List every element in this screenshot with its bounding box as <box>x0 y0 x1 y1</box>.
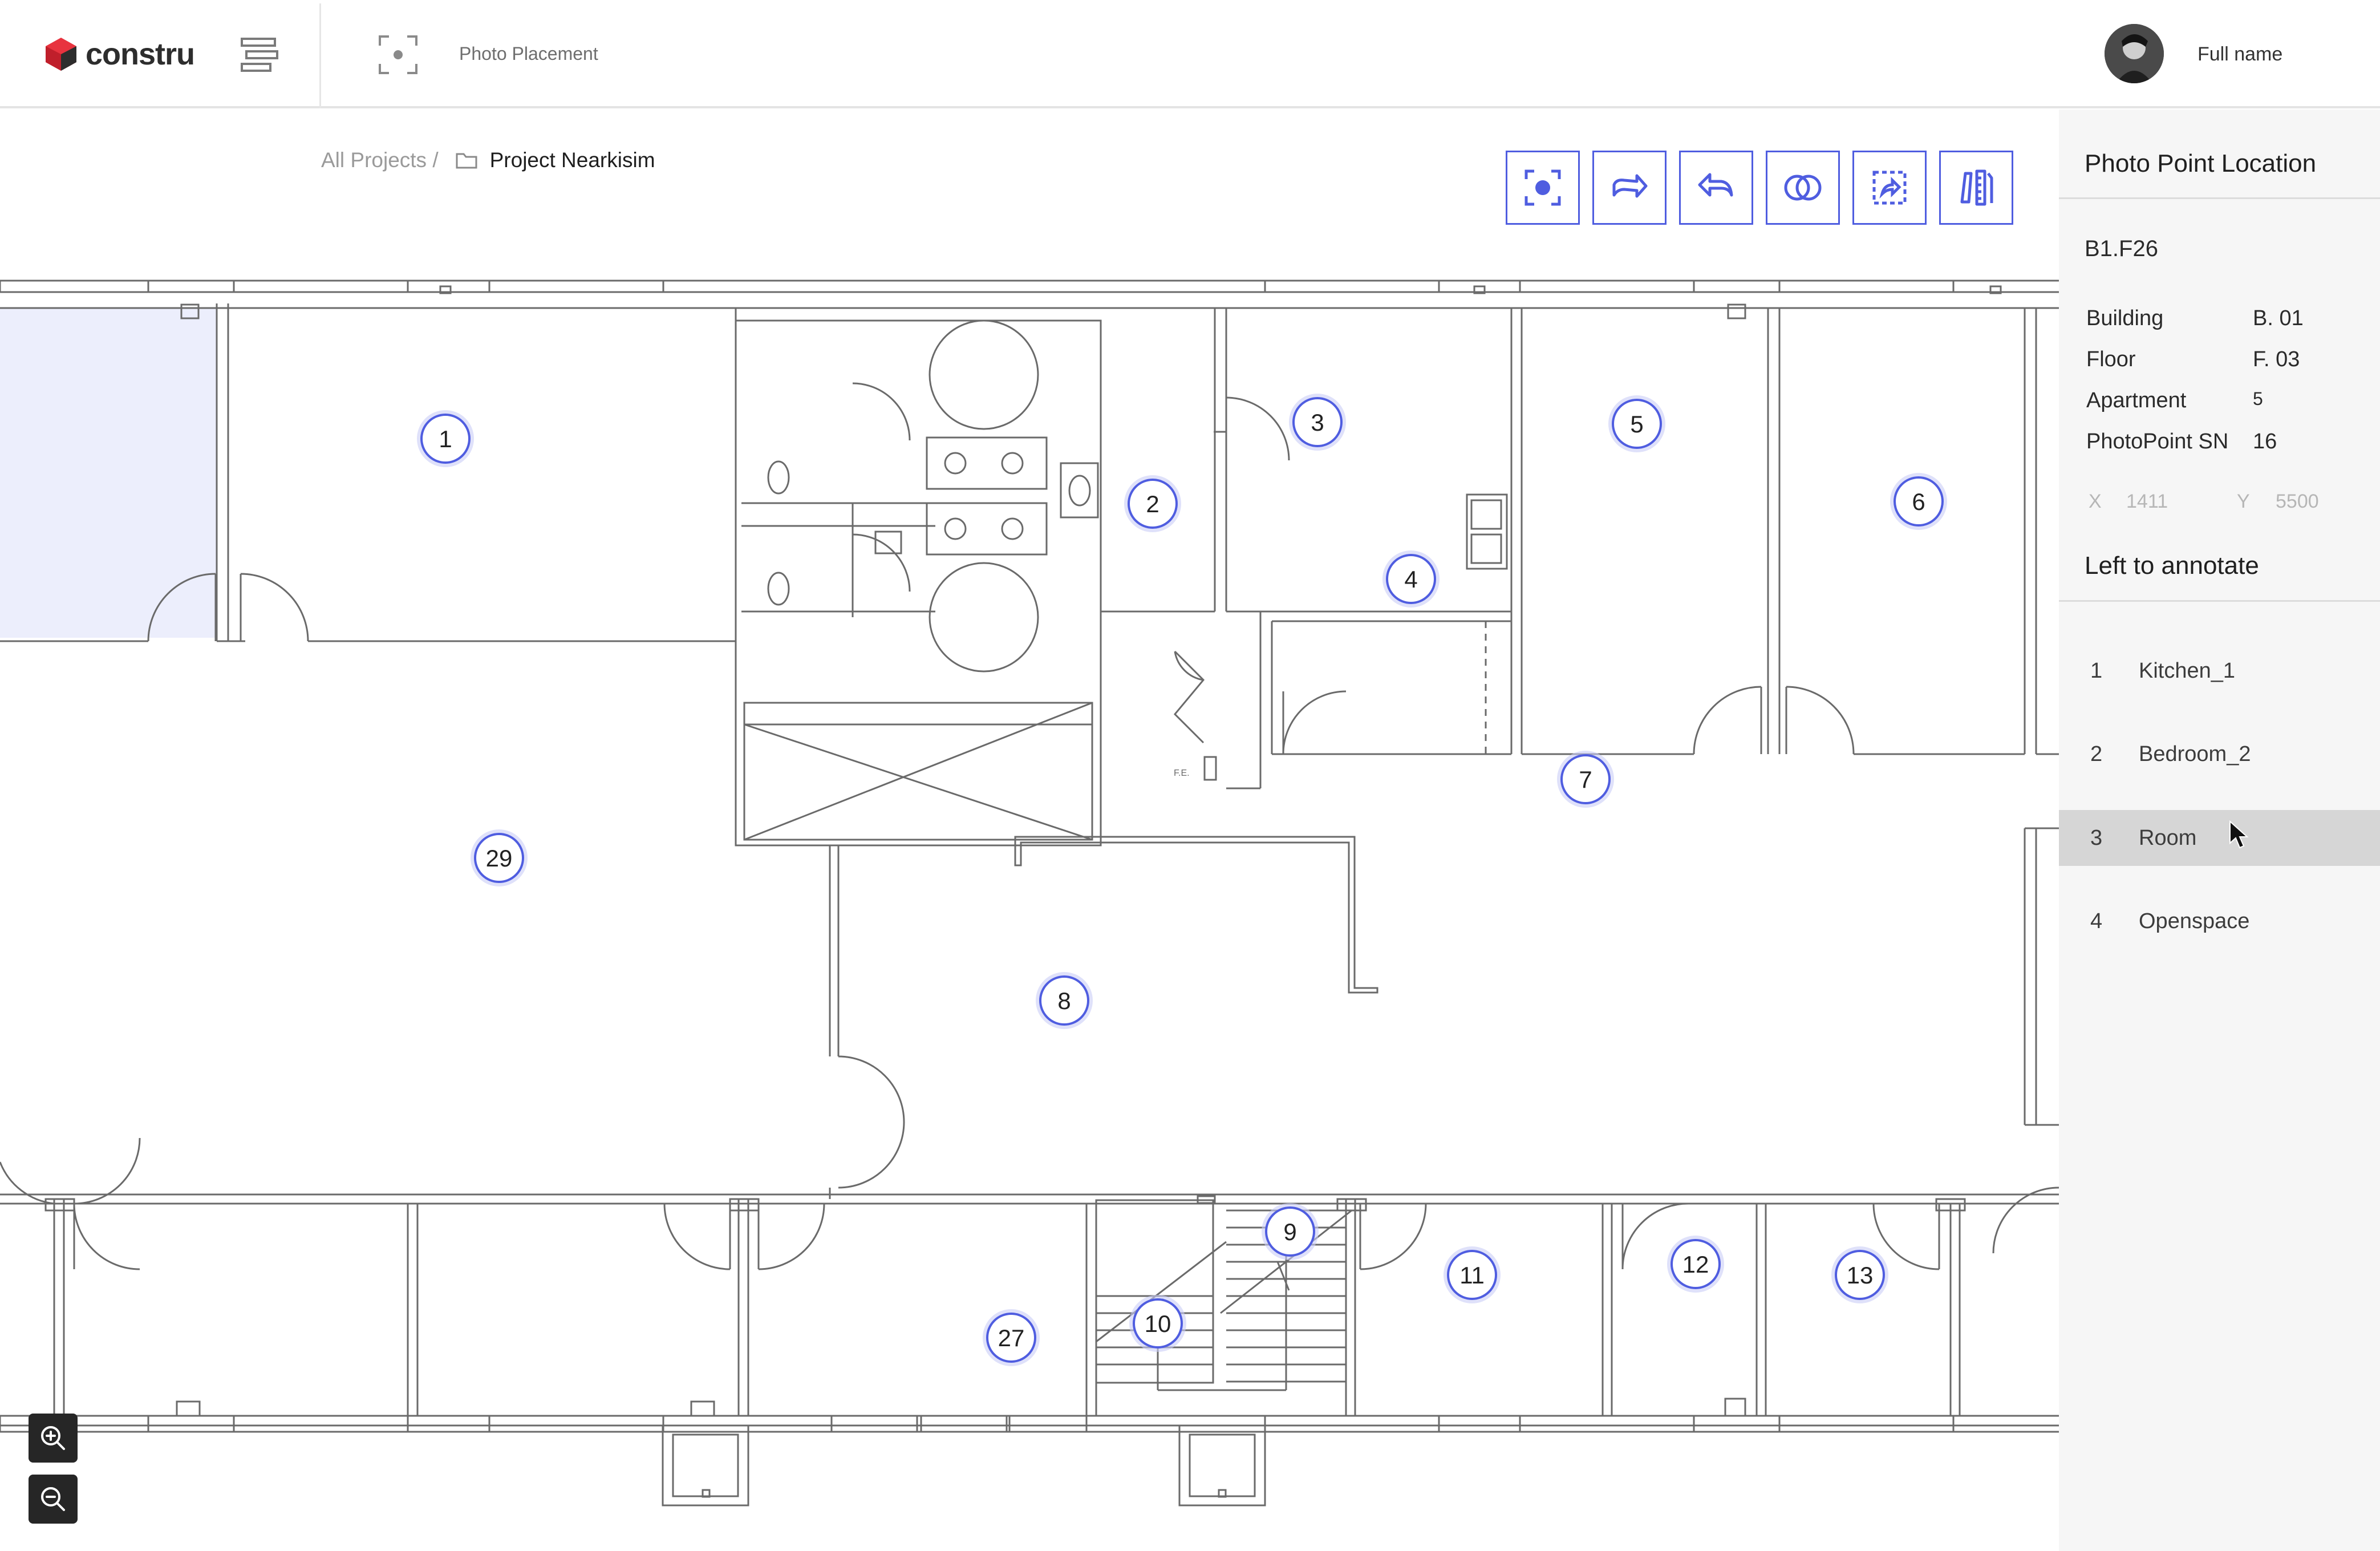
logo-mark-icon <box>46 38 76 71</box>
measure-button[interactable] <box>1939 151 2013 225</box>
property-label: Building <box>2086 306 2164 330</box>
compare-button[interactable] <box>1766 151 1840 225</box>
annotate-title: Left to annotate <box>2085 552 2259 580</box>
top-bar: constru Photo Placement Full name <box>0 0 2380 108</box>
photo-point[interactable]: 6 <box>1890 473 1947 530</box>
annotate-item-number: 2 <box>2090 742 2103 766</box>
photo-point[interactable]: 2 <box>1124 475 1181 532</box>
overlap-circles-icon <box>1784 175 1822 201</box>
annotate-item[interactable]: 2 Bedroom_2 <box>2059 726 2380 782</box>
photo-point-label: 12 <box>1682 1251 1709 1278</box>
x-label: X <box>2089 491 2102 512</box>
annotate-item[interactable]: 4 Openspace <box>2059 893 2380 949</box>
location-code: B1.F26 <box>2085 236 2158 261</box>
photo-point-label: 29 <box>486 845 513 872</box>
focus-target-icon[interactable] <box>378 34 419 75</box>
dashed-select-icon <box>1872 171 1907 205</box>
annotate-item-label: Room <box>2139 826 2197 850</box>
panel-divider <box>2059 197 2380 199</box>
photo-point[interactable]: 8 <box>1036 972 1093 1029</box>
photo-point-label: 5 <box>1630 411 1643 438</box>
photo-point[interactable]: 9 <box>1262 1203 1319 1260</box>
annotate-item-number: 3 <box>2090 826 2103 850</box>
photo-point-label: 9 <box>1283 1218 1296 1245</box>
photo-point[interactable]: 3 <box>1289 394 1346 451</box>
x-value: 1411 <box>2126 491 2168 512</box>
photo-point[interactable]: 10 <box>1129 1295 1186 1352</box>
undo-button[interactable] <box>1679 151 1753 225</box>
photo-point[interactable]: 13 <box>1831 1246 1888 1303</box>
annotate-item-selected[interactable]: 3 Room <box>2059 810 2380 866</box>
photo-point-label: 11 <box>1459 1262 1485 1289</box>
photo-point[interactable]: 11 <box>1444 1246 1501 1303</box>
photo-point[interactable]: 27 <box>983 1309 1040 1366</box>
panel-divider <box>2059 600 2380 602</box>
photo-point-panel: Photo Point Location B1.F26 Building B. … <box>2059 110 2380 1551</box>
panel-title: Photo Point Location <box>2085 149 2317 177</box>
zoom-in-icon <box>41 1426 65 1450</box>
photo-point-label: 3 <box>1311 409 1324 436</box>
annotate-item-label: Openspace <box>2139 909 2250 933</box>
photo-point-label: 2 <box>1146 491 1159 517</box>
logo[interactable]: constru <box>46 35 195 73</box>
avatar-image <box>2105 24 2164 83</box>
photo-point-label: 1 <box>439 426 452 452</box>
redo-icon <box>1612 174 1648 198</box>
photo-point[interactable]: 1 <box>417 410 474 467</box>
mouse-cursor-icon <box>2229 820 2249 849</box>
photo-point-label: 13 <box>1847 1262 1874 1289</box>
logo-text: constru <box>86 37 195 71</box>
user-name[interactable]: Full name <box>2197 43 2283 65</box>
annotate-item-label: Kitchen_1 <box>2139 659 2236 683</box>
annotate-item-label: Bedroom_2 <box>2139 742 2251 766</box>
photo-point-markers: 1 2 3 4 5 6 7 <box>417 394 1947 1366</box>
zoom-out-button[interactable] <box>29 1475 78 1524</box>
property-value: B. 01 <box>2253 306 2304 330</box>
photo-point[interactable]: 4 <box>1382 550 1440 608</box>
breadcrumb: All Projects / Project Nearkisim <box>321 148 655 172</box>
photo-point-label: 7 <box>1579 766 1592 793</box>
redo-button[interactable] <box>1592 151 1667 225</box>
property-label: Apartment <box>2086 388 2187 412</box>
ruler-icon <box>1960 169 1993 206</box>
page-label: Photo Placement <box>459 43 598 64</box>
property-value: 5 <box>2253 388 2263 409</box>
add-photo-point-button[interactable] <box>1506 151 1580 225</box>
floor-plan: F.E. 1 2 3 4 5 <box>0 280 2059 1507</box>
zoom-out-icon <box>41 1487 65 1511</box>
photo-point[interactable]: 7 <box>1557 751 1614 808</box>
property-value: 16 <box>2253 430 2277 453</box>
annotate-item[interactable]: 1 Kitchen_1 <box>2059 643 2380 699</box>
floor-plan-canvas[interactable]: F.E. 1 2 3 4 5 <box>0 110 2059 1551</box>
photo-point-label: 10 <box>1145 1310 1171 1337</box>
breadcrumb-current[interactable]: Project Nearkisim <box>489 148 655 172</box>
menu-icon[interactable] <box>240 37 279 73</box>
focus-target-icon <box>1525 169 1561 206</box>
folder-icon <box>456 153 477 169</box>
property-value: F. 03 <box>2253 347 2300 371</box>
property-label: Floor <box>2086 347 2136 371</box>
move-point-button[interactable] <box>1852 151 1927 225</box>
plan-toolbar <box>1506 151 2013 225</box>
photo-point[interactable]: 29 <box>471 829 528 886</box>
photo-point-label: 4 <box>1404 566 1417 593</box>
photo-point-label: 27 <box>998 1325 1025 1351</box>
undo-icon <box>1698 173 1733 197</box>
photo-point-label: 8 <box>1057 987 1071 1014</box>
property-label: PhotoPoint SN <box>2086 430 2229 453</box>
breadcrumb-root[interactable]: All Projects / <box>321 148 439 172</box>
y-value: 5500 <box>2276 491 2319 512</box>
fe-annotation: F.E. <box>1174 768 1190 778</box>
avatar[interactable] <box>2105 24 2164 83</box>
y-label: Y <box>2237 491 2250 512</box>
annotate-item-number: 4 <box>2090 909 2103 933</box>
annotate-item-number: 1 <box>2090 659 2103 683</box>
photo-point[interactable]: 5 <box>1608 395 1665 452</box>
zoom-in-button[interactable] <box>29 1414 78 1463</box>
photo-point[interactable]: 12 <box>1667 1236 1724 1293</box>
photo-point-label: 6 <box>1912 488 1925 515</box>
topbar-divider <box>319 3 321 108</box>
